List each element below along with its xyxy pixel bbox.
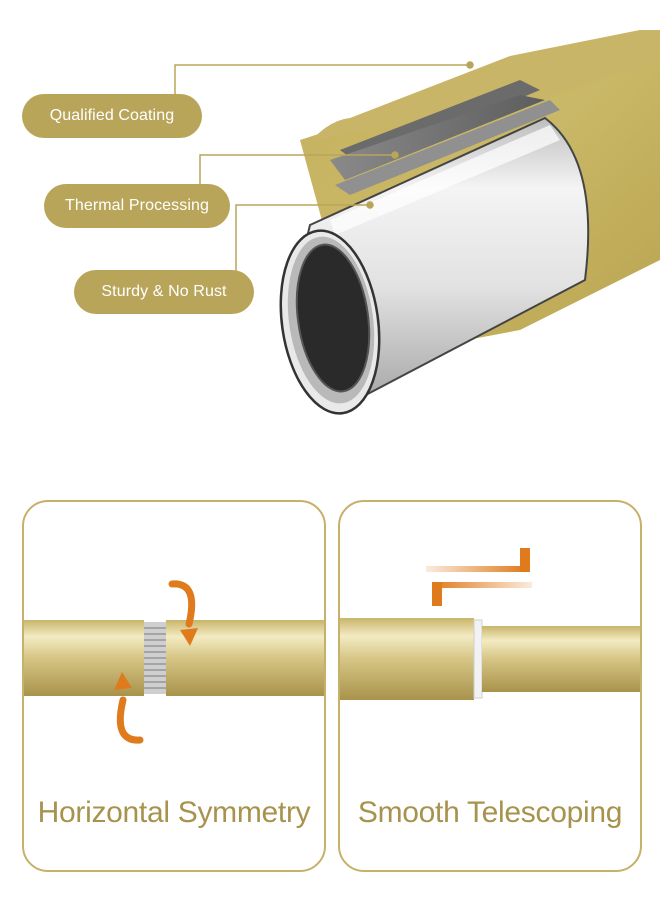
- thread-joint: [144, 622, 166, 694]
- pipe-cross-section-illustration: [174, 30, 660, 415]
- rotate-arrows-icon: [116, 580, 196, 744]
- telescoping-pipe-illustration: [340, 548, 640, 700]
- callout-thermal-processing: Thermal Processing: [44, 184, 230, 228]
- panel-caption: Horizontal Symmetry: [37, 796, 311, 829]
- slide-arrows-icon: [426, 548, 532, 606]
- panel-smooth-telescoping: Smooth Telescoping: [338, 500, 642, 872]
- callout-qualified-coating: Qualified Coating: [22, 94, 202, 138]
- callout-label: Qualified Coating: [49, 107, 175, 124]
- callout-sturdy-no-rust: Sturdy & No Rust: [74, 270, 254, 314]
- panel-horizontal-symmetry: Horizontal Symmetry: [22, 500, 326, 872]
- callout-label: Thermal Processing: [64, 197, 210, 214]
- callout-leaders: [174, 61, 474, 275]
- callout-label: Sturdy & No Rust: [101, 283, 227, 300]
- coating-edge: [312, 30, 660, 140]
- panel-caption: Smooth Telescoping: [357, 796, 623, 829]
- threaded-pipe-illustration: [24, 580, 324, 744]
